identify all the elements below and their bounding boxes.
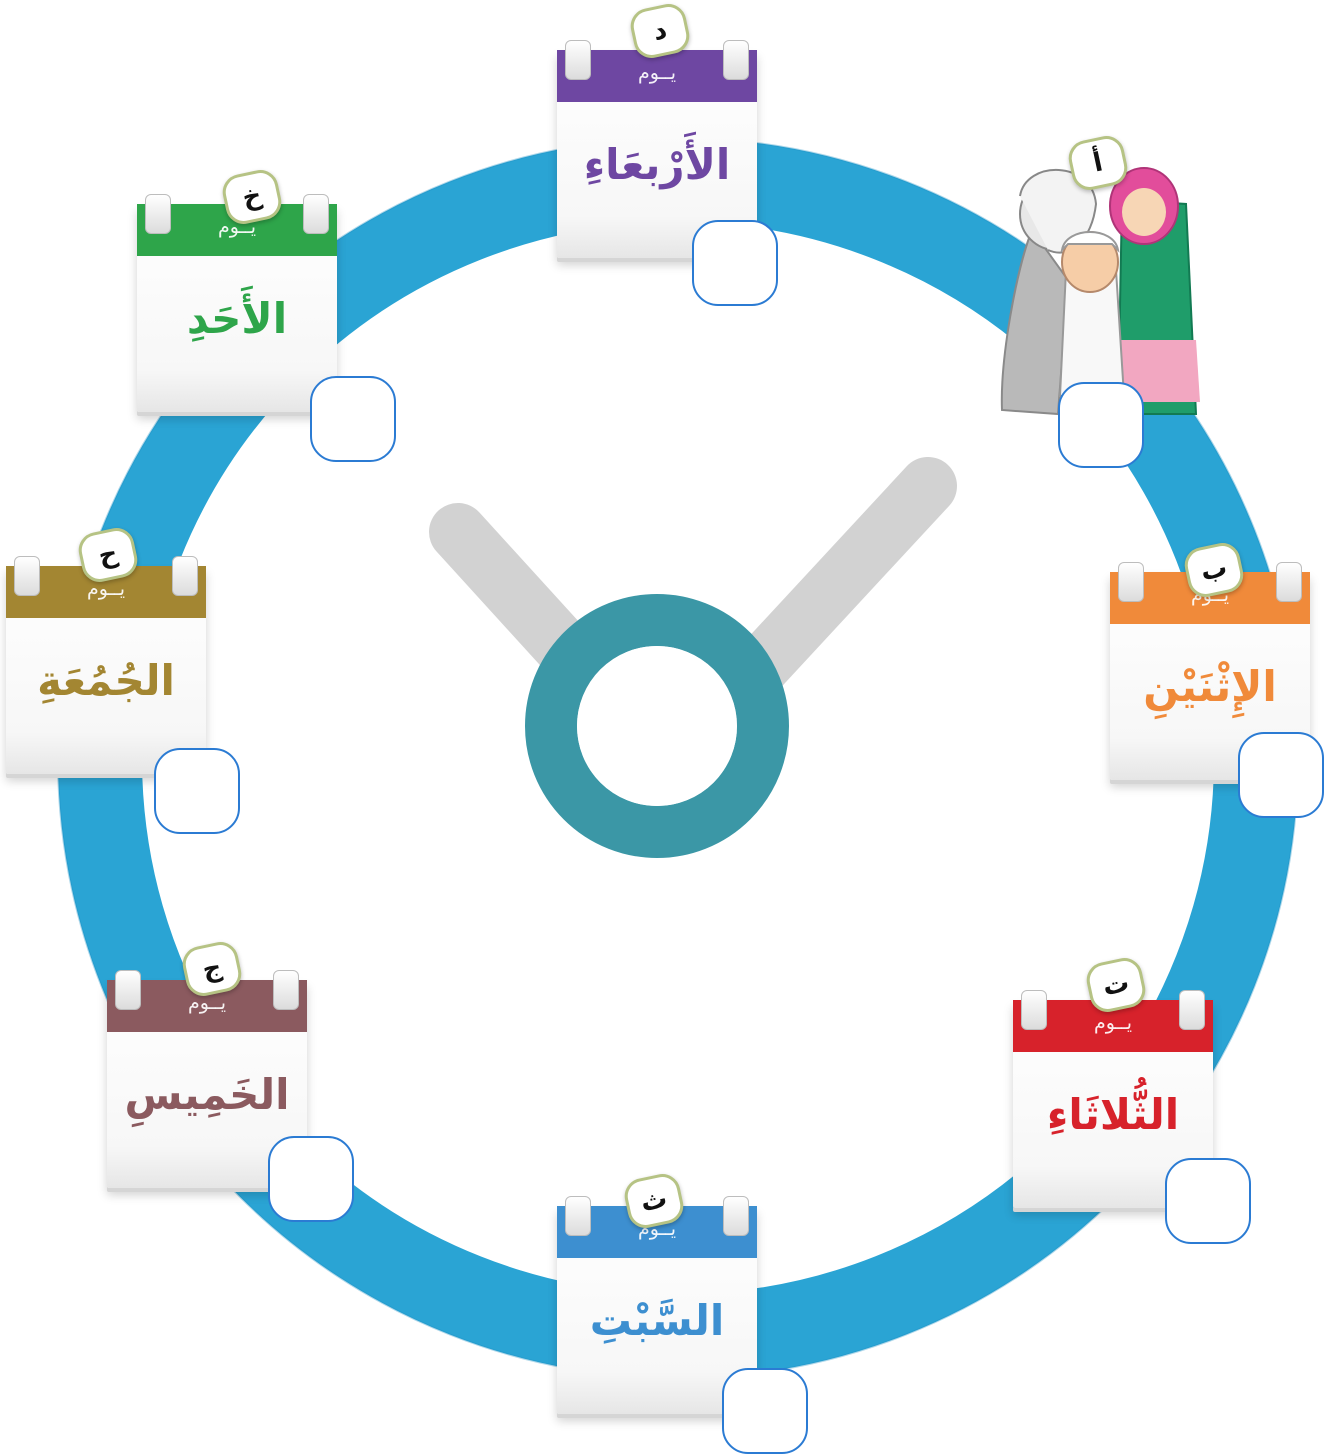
answer-box-thursday[interactable] bbox=[268, 1136, 354, 1222]
calendar-ring bbox=[723, 1196, 749, 1236]
clock-hub-center bbox=[577, 646, 737, 806]
calendar-ring bbox=[145, 194, 171, 234]
day-name: الثُّلاثَاءِ bbox=[1046, 1090, 1180, 1139]
calendar-sunday: يــوم الأَحَدِ bbox=[137, 194, 337, 412]
calendar-ring bbox=[14, 556, 40, 596]
calendar-ring bbox=[1118, 562, 1144, 602]
day-name: الأَحَدِ bbox=[186, 294, 288, 343]
calendar-ring bbox=[273, 970, 299, 1010]
answer-box-tuesday[interactable] bbox=[1165, 1158, 1251, 1244]
day-name: الإِثْنَيْنِ bbox=[1143, 662, 1277, 711]
day-name: السَّبْتِ bbox=[589, 1296, 725, 1345]
day-name: الجُمُعَةِ bbox=[37, 656, 175, 705]
calendar-ring bbox=[303, 194, 329, 234]
answer-box-family[interactable] bbox=[1058, 382, 1144, 468]
calendar-ring bbox=[1276, 562, 1302, 602]
calendar-ring bbox=[1021, 990, 1047, 1030]
answer-box-wednesday[interactable] bbox=[692, 220, 778, 306]
yawm-label: يــوم bbox=[1094, 1012, 1132, 1034]
calendar-friday: يــوم الجُمُعَةِ bbox=[6, 556, 206, 774]
clock-hub bbox=[525, 594, 789, 858]
calendar-wednesday: يــوم الأَرْبعَاءِ bbox=[557, 40, 757, 258]
calendar-ring bbox=[1179, 990, 1205, 1030]
answer-box-sunday[interactable] bbox=[310, 376, 396, 462]
day-name: الخَمِيسِ bbox=[124, 1070, 290, 1119]
calendar-ring bbox=[172, 556, 198, 596]
answer-box-saturday[interactable] bbox=[722, 1368, 808, 1454]
family-illustration bbox=[1000, 167, 1200, 416]
answer-box-friday[interactable] bbox=[154, 748, 240, 834]
yawm-label: يــوم bbox=[87, 578, 125, 600]
calendar-tuesday: يــوم الثُّلاثَاءِ bbox=[1013, 990, 1213, 1208]
yawm-label: يــوم bbox=[188, 992, 226, 1014]
day-name: الأَرْبعَاءِ bbox=[583, 140, 731, 189]
calendar-ring bbox=[723, 40, 749, 80]
calendar-ring bbox=[115, 970, 141, 1010]
calendar-ring bbox=[565, 40, 591, 80]
calendar-ring bbox=[565, 1196, 591, 1236]
answer-box-monday[interactable] bbox=[1238, 732, 1324, 818]
yawm-label: يــوم bbox=[638, 62, 676, 84]
